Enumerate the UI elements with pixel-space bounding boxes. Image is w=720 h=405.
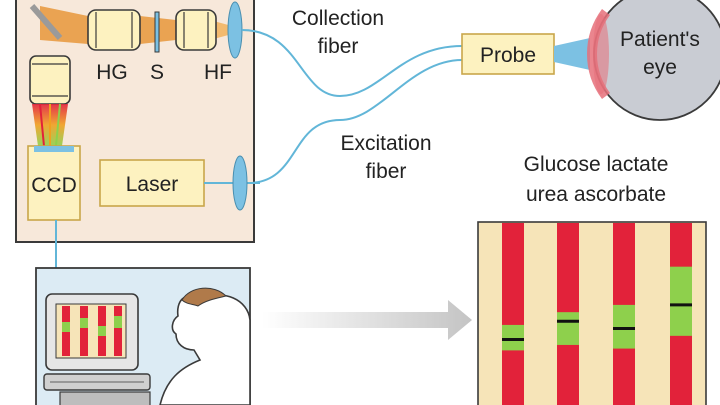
spectra-strips [502, 223, 692, 405]
strip-lactate-green-band [557, 312, 579, 345]
patient-eye-label-1: Patient's [620, 28, 700, 51]
collection-fiber [241, 29, 463, 98]
hg-label: HG [96, 61, 128, 84]
strip-ascorbate-green-band [670, 266, 692, 336]
hf-label: HF [204, 61, 232, 84]
grating-mirror [29, 4, 63, 40]
ccd-label: CCD [31, 174, 77, 197]
ccd-box [27, 145, 81, 221]
probe-label: Probe [480, 44, 536, 67]
patient-eye [587, 0, 720, 121]
spectrum-fan [32, 103, 68, 147]
laser-label: Laser [126, 173, 179, 196]
operator-illustration [35, 267, 251, 405]
slit-component [154, 11, 160, 53]
excitation-lens [232, 155, 248, 211]
hg-component [87, 9, 141, 51]
excitation-fiber-label-1: Excitation [340, 132, 431, 155]
collection-lens [227, 1, 243, 59]
collection-fiber-label-1: Collection [292, 7, 384, 30]
flow-arrow [262, 300, 472, 340]
beam-path [40, 6, 88, 44]
analytes-label-1: Glucose lactate [524, 153, 669, 176]
excitation-fiber-label-2: fiber [366, 160, 407, 183]
strip-urea-green-band [613, 304, 635, 349]
collection-fiber-label-2: fiber [318, 35, 359, 58]
strip-glucose [502, 223, 524, 405]
camera-lens [29, 55, 71, 105]
analytes-label-2: urea ascorbate [526, 183, 666, 206]
probe-beam [554, 38, 590, 70]
patient-eye-label-2: eye [643, 56, 677, 79]
ccd-sensor [34, 146, 74, 152]
hf-component [175, 9, 217, 51]
s-label: S [150, 61, 164, 84]
laser-box [99, 159, 205, 207]
strip-glucose-green-band [502, 324, 524, 351]
excitation-fiber [247, 59, 463, 184]
